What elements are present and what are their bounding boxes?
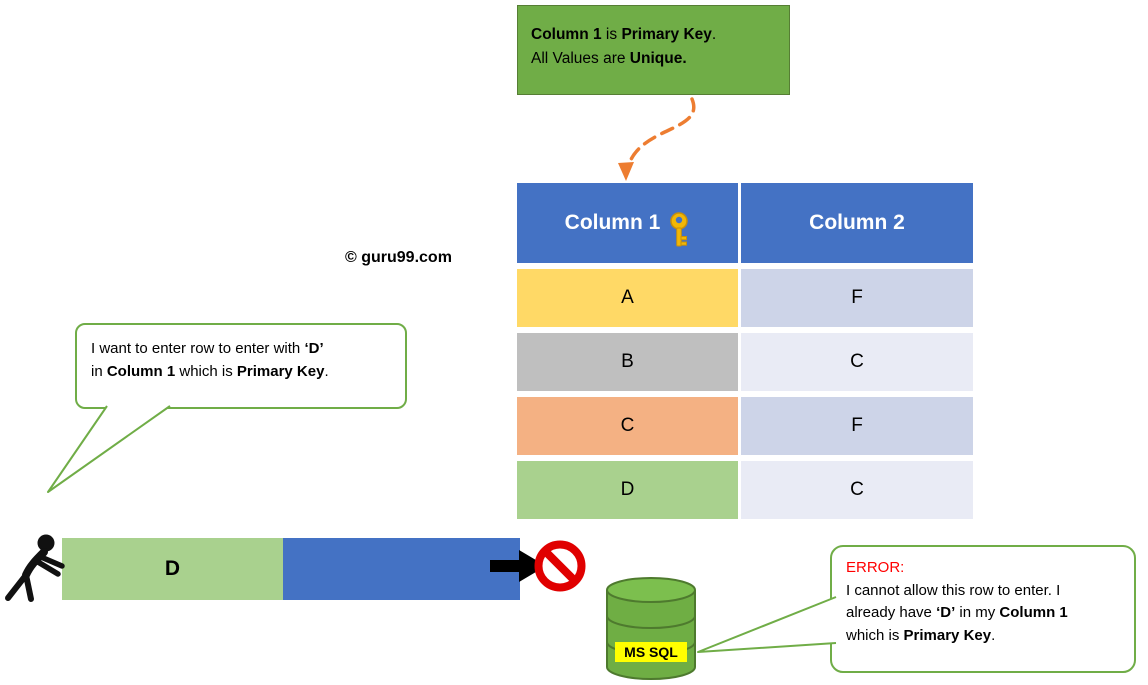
- table-row: A F: [517, 269, 973, 327]
- table-row: B C: [517, 333, 973, 391]
- callout-text: .: [711, 26, 717, 43]
- cell-col2-c: C: [741, 461, 973, 519]
- error-line-1: I cannot allow this row to enter. I: [846, 580, 1120, 603]
- bubble-text: in my: [955, 604, 1000, 621]
- cell-col1-b: B: [517, 333, 738, 391]
- cell-col2-c: C: [741, 333, 973, 391]
- bubble-text: .: [991, 626, 996, 644]
- column1-header: Column 1: [517, 183, 738, 263]
- column1-header-label: Column 1: [564, 211, 661, 234]
- callout-line-2: All Values are Unique.: [531, 47, 776, 71]
- bubble-bold-d: ‘D’: [304, 340, 324, 357]
- no-entry-icon: [534, 540, 586, 592]
- left-bubble-line-1: I want to enter row to enter with ‘D’: [91, 338, 391, 361]
- cell-col1-d: D: [517, 461, 738, 519]
- bubble-bold-column1: Column 1: [106, 362, 176, 380]
- right-bubble-tail: [697, 596, 837, 653]
- left-bubble-line-2: in Column 1 which is Primary Key.: [91, 361, 391, 384]
- error-line-3: which is Primary Key.: [846, 625, 1120, 648]
- table-header-row: Column 1 Column 2: [517, 183, 973, 263]
- primary-key-table: Column 1 Column 2 A F B C C F: [517, 183, 973, 519]
- callout-bold-column1: Column 1: [531, 26, 602, 43]
- callout-bold-unique: Unique.: [629, 50, 687, 68]
- dashed-arrow-head: [618, 162, 634, 181]
- bubble-text: already have: [846, 604, 937, 621]
- callout-text: All Values are: [531, 50, 630, 68]
- bubble-text: which is: [846, 626, 904, 644]
- cell-col2-f: F: [741, 397, 973, 455]
- primary-key-icon: [670, 212, 689, 247]
- db-label: MS SQL: [615, 642, 687, 662]
- bubble-text: I want to enter row to enter with: [91, 340, 305, 357]
- callout-bold-primary-key: Primary Key: [621, 26, 712, 43]
- error-line-2: already have ‘D’ in my Column 1: [846, 602, 1120, 625]
- new-row-col2-cell: [283, 538, 520, 600]
- error-label: ERROR:: [846, 559, 905, 576]
- left-speech-bubble: I want to enter row to enter with ‘D’ in…: [75, 323, 407, 409]
- copyright-text: © guru99.com: [345, 249, 452, 266]
- bubble-bold-column1: Column 1: [999, 604, 1068, 621]
- bubble-text: I cannot allow this row to enter. I: [846, 581, 1061, 599]
- dashed-arrow-connector: [627, 97, 696, 166]
- table-row: C F: [517, 397, 973, 455]
- database-icon: [606, 577, 696, 680]
- person-icon: [5, 534, 65, 602]
- bubble-text: which is: [175, 362, 237, 380]
- cell-col1-a: A: [517, 269, 738, 327]
- new-row-col1-cell: D: [62, 538, 283, 600]
- column2-header-label: Column 2: [809, 211, 905, 234]
- bubble-text: .: [324, 362, 329, 380]
- bubble-bold-primary-key: Primary Key: [236, 362, 325, 380]
- cell-col2-f: F: [741, 269, 973, 327]
- table-row: D C: [517, 461, 973, 519]
- callout-line-1: Column 1 is Primary Key.: [531, 23, 776, 47]
- error-speech-bubble: ERROR: I cannot allow this row to enter.…: [830, 545, 1136, 673]
- bubble-bold-d: ‘D’: [936, 604, 956, 621]
- bubble-text: in: [91, 362, 107, 380]
- bubble-bold-primary-key: Primary Key: [903, 626, 992, 644]
- left-bubble-tail: [47, 405, 171, 493]
- cell-col1-c: C: [517, 397, 738, 455]
- primary-key-callout: Column 1 is Primary Key. All Values are …: [517, 5, 790, 95]
- callout-text: is: [601, 26, 622, 43]
- column2-header: Column 2: [741, 183, 973, 263]
